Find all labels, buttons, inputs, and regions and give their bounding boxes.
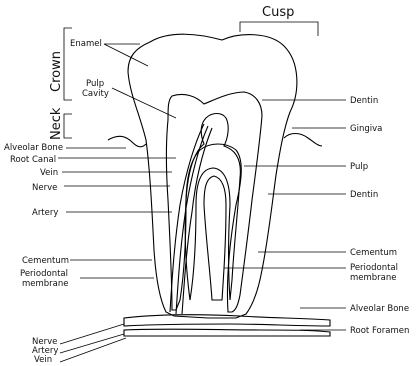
label-neck: Neck bbox=[49, 107, 64, 140]
label-root-canal: Root Canal bbox=[10, 155, 56, 165]
label-periodontal-left-2: membrane bbox=[22, 279, 69, 289]
label-cementum-left: Cementum bbox=[22, 256, 69, 266]
label-vein-left: Vein bbox=[40, 168, 58, 178]
gingiva-right bbox=[284, 134, 322, 147]
root-canal-hollow bbox=[204, 176, 226, 300]
left-vessels bbox=[170, 124, 212, 314]
tooth bbox=[128, 34, 297, 318]
label-periodontal-left-1: Periodontal bbox=[20, 269, 68, 279]
label-dentin-top: Dentin bbox=[350, 96, 378, 106]
label-gingiva: Gingiva bbox=[350, 124, 382, 134]
gingiva-left bbox=[108, 136, 146, 146]
label-periodontal-right-1: Periodontal bbox=[350, 263, 398, 273]
leader-pulp-cavity bbox=[112, 88, 176, 118]
label-pulp: Pulp bbox=[350, 162, 368, 172]
label-periodontal-right-2: membrane bbox=[350, 273, 397, 283]
label-artery-left: Artery bbox=[32, 208, 58, 218]
leader-enamel bbox=[104, 44, 148, 66]
label-vein-bottom: Vein bbox=[34, 355, 52, 365]
label-nerve-left: Nerve bbox=[32, 183, 57, 193]
label-alveolar-bone-right: Alveolar Bone bbox=[350, 304, 409, 314]
label-dentin-mid: Dentin bbox=[350, 190, 378, 200]
pulp bbox=[185, 114, 240, 301]
label-cusp: Cusp bbox=[262, 5, 294, 20]
label-pulp-cavity-1: Pulp bbox=[86, 79, 104, 89]
label-enamel: Enamel bbox=[70, 39, 102, 49]
leader-bottom-vessels bbox=[60, 324, 126, 362]
label-alveolar-bone-left: Alveolar Bone bbox=[4, 143, 63, 153]
neck-bracket bbox=[64, 114, 72, 138]
cusp-bracket bbox=[240, 22, 318, 36]
label-root-foramen: Root Foramen bbox=[350, 326, 409, 336]
label-cementum-right: Cementum bbox=[350, 248, 397, 258]
label-pulp-cavity-2: Cavity bbox=[82, 89, 109, 99]
label-crown: Crown bbox=[49, 51, 64, 92]
